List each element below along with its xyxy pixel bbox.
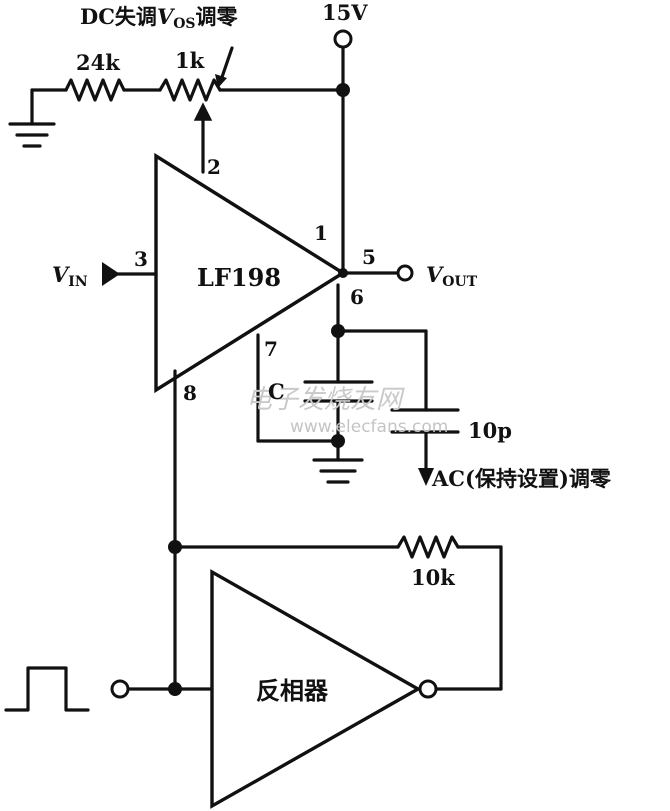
pin-1: 1 <box>314 221 328 245</box>
pin-2: 2 <box>207 155 221 179</box>
vin-input <box>102 262 158 286</box>
label-ac-adjust: AC(保持设置)调零 <box>431 466 612 491</box>
pulse-waveform <box>4 666 90 712</box>
pulse-input-terminal <box>110 679 130 699</box>
pin-7: 7 <box>264 337 278 361</box>
ac-adjust-wiper <box>418 468 434 486</box>
node-supply-junction <box>336 83 350 97</box>
label-10k: 10k <box>411 565 455 590</box>
label-24k: 24k <box>76 50 120 75</box>
pin-3: 3 <box>134 247 148 271</box>
inverter-output-bubble <box>418 679 438 699</box>
vout-terminal <box>396 264 414 282</box>
label-cap-c: C <box>268 379 285 404</box>
label-cap-10p: 10p <box>468 418 512 443</box>
hold-capacitor-network <box>256 283 460 484</box>
label-vin: VIN <box>52 262 88 290</box>
inverter-gate <box>110 569 503 809</box>
supply-terminal <box>333 29 353 49</box>
pin-6: 6 <box>350 285 364 309</box>
resistor-24k <box>30 78 162 102</box>
watermark: 电子发烧友网 www.elecfans.com <box>246 385 448 437</box>
pin-5: 5 <box>362 245 376 269</box>
potentiometer-10k <box>396 535 503 691</box>
label-inverter: 反相器 <box>256 676 329 705</box>
supply-15v-rail <box>333 29 353 274</box>
pin-8: 8 <box>183 381 197 405</box>
potentiometer-1k <box>158 46 345 174</box>
label-15v: 15V <box>322 0 368 25</box>
ground-symbol-left <box>8 88 56 148</box>
watermark-url: www.elecfans.com <box>290 417 448 437</box>
wiper-arrow <box>193 102 213 121</box>
label-1k: 1k <box>175 48 205 73</box>
label-dc-offset: DC失调VOS调零 <box>80 4 239 32</box>
label-vout: VOUT <box>426 262 478 290</box>
control-line <box>168 369 400 691</box>
ic-name: LF198 <box>197 263 281 292</box>
watermark-cn: 电子发烧友网 <box>246 385 405 415</box>
node-inverter-input <box>168 682 182 696</box>
output-net <box>338 264 414 282</box>
